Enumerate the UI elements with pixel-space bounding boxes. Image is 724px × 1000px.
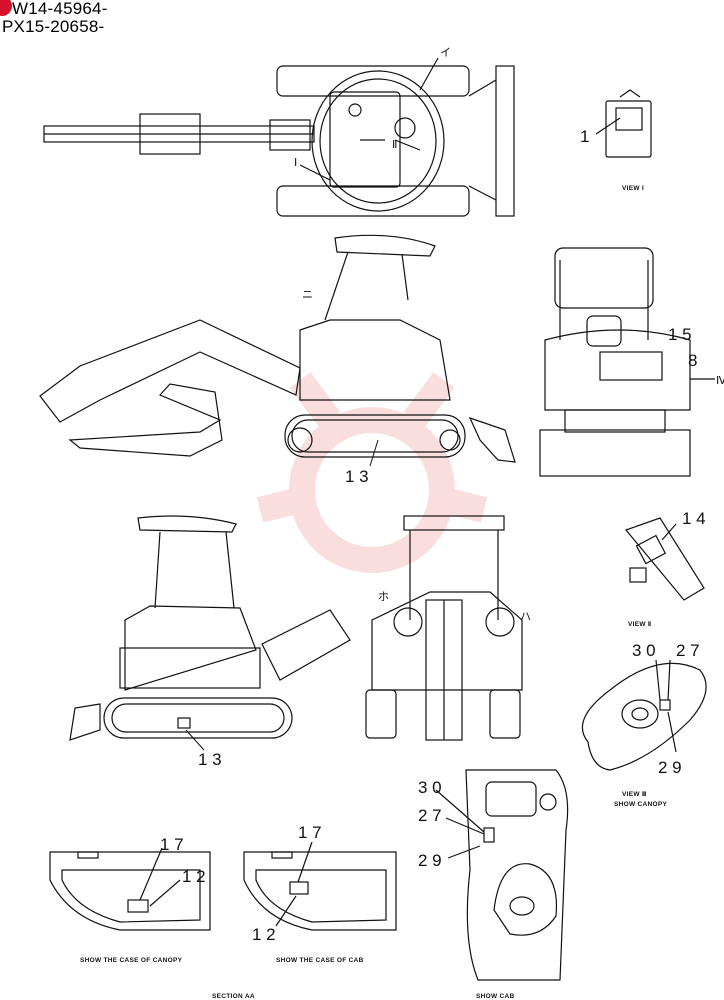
callout-view3-29: 2 9 bbox=[658, 758, 682, 777]
callout-cab-section-17: 1 7 bbox=[298, 823, 322, 842]
callout-view1-part: 1 bbox=[580, 127, 589, 146]
callout-side-lower-13: 1 3 bbox=[198, 750, 222, 769]
callout-cab-section-12: 1 2 bbox=[252, 925, 276, 944]
side-view-lower bbox=[69, 515, 351, 741]
cab-panel bbox=[435, 769, 569, 981]
caption-cab-case: SHOW THE CASE OF CAB bbox=[276, 957, 364, 964]
callout-rear-15: 1 5 bbox=[668, 325, 692, 344]
view-2-detail bbox=[624, 517, 705, 601]
view-1-detail bbox=[595, 89, 652, 158]
mark-i: イ bbox=[440, 47, 451, 59]
callout-cab-29: 2 9 bbox=[418, 851, 442, 870]
front-view bbox=[365, 515, 523, 741]
mark-ha: ハ bbox=[520, 611, 531, 623]
caption-view-3-sub: SHOW CANOPY bbox=[614, 801, 667, 808]
mark-ho: ホ bbox=[378, 590, 389, 603]
serial-range-2: PX15-20658- bbox=[2, 17, 105, 36]
callout-view2-14: 1 4 bbox=[682, 509, 706, 528]
mark-ni: ニ bbox=[302, 289, 313, 301]
caption-view-2: VIEW Ⅱ bbox=[628, 620, 651, 628]
callout-view3-30: 3 0 bbox=[632, 641, 656, 660]
view-marker-II-top: Ⅱ bbox=[392, 139, 397, 151]
serial-range-1: W14-45964- bbox=[12, 0, 108, 18]
caption-canopy-case: SHOW THE CASE OF CANOPY bbox=[80, 957, 183, 964]
view-3-detail bbox=[581, 659, 707, 771]
rear-view bbox=[539, 247, 715, 477]
callout-side-upper-13: 1 3 bbox=[345, 467, 369, 486]
callout-cab-27: 2 7 bbox=[418, 806, 442, 825]
view-marker-I-top: Ⅰ bbox=[294, 157, 297, 169]
watermark bbox=[256, 372, 488, 573]
side-view-upper bbox=[39, 234, 516, 463]
callout-view3-27: 2 7 bbox=[676, 641, 700, 660]
caption-view-1: VIEW Ⅰ bbox=[622, 184, 644, 192]
caption-section-aa: SECTION AA bbox=[212, 993, 255, 1000]
callout-rear-8: 8 bbox=[688, 351, 697, 370]
brand-logo-dot bbox=[0, 0, 12, 16]
caption-show-cab: SHOW CAB bbox=[476, 993, 515, 1000]
top-view-machine bbox=[43, 57, 515, 217]
callout-cab-30: 3 0 bbox=[418, 778, 442, 797]
section-cab bbox=[243, 841, 397, 931]
callout-canopy-12: 1 2 bbox=[182, 867, 206, 886]
callout-canopy-17: 1 7 bbox=[160, 835, 184, 854]
section-canopy bbox=[49, 847, 211, 931]
caption-view-3: VIEW Ⅲ bbox=[622, 790, 647, 798]
view-marker-IV: Ⅳ bbox=[716, 375, 724, 387]
